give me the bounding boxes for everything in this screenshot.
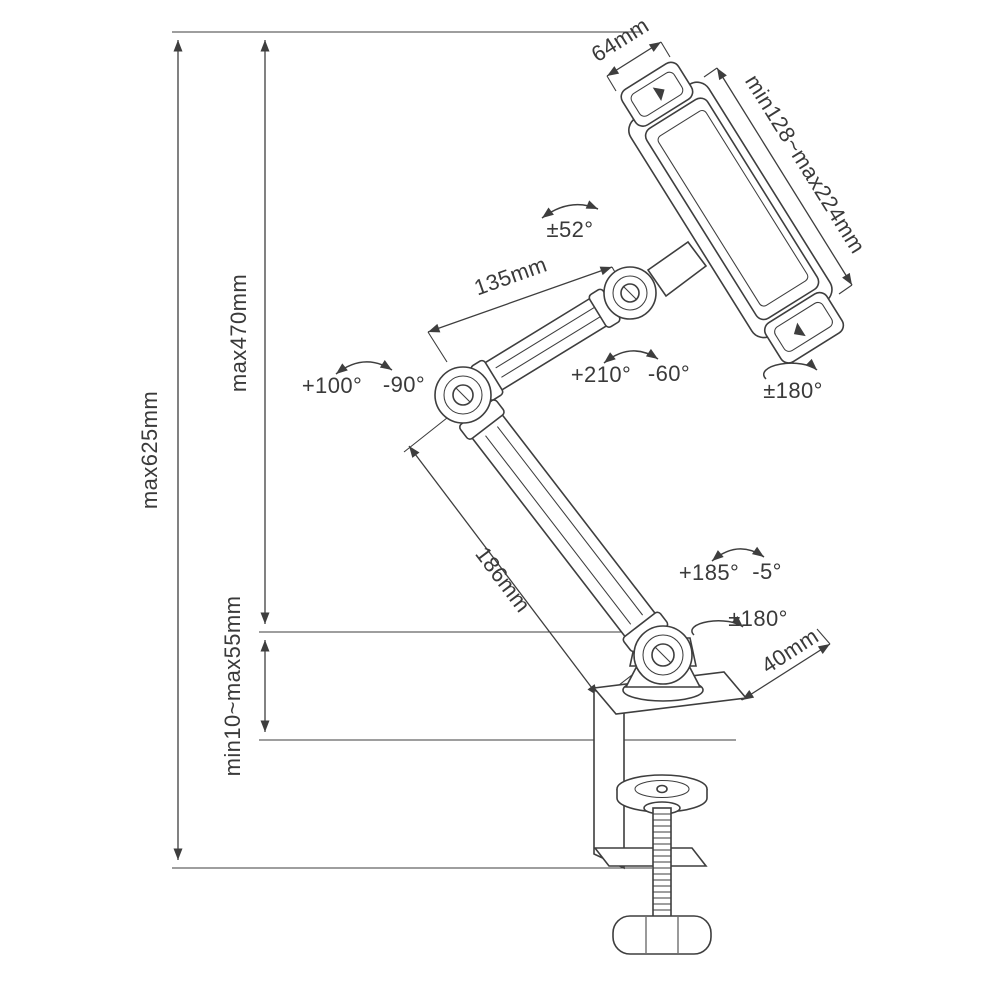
lower-joint [633, 625, 693, 685]
holder-top-jaw [620, 61, 694, 127]
label-holder-rotation: ±180° [763, 378, 823, 403]
mid-joint-arc-arrow [603, 348, 659, 364]
holder-hinge [603, 240, 708, 320]
clamp-back-plate [593, 688, 625, 870]
dimension-labels: max625mm max470mm min10~max55mm 64mm min… [137, 12, 871, 776]
label-lower-arm-length: 186mm [470, 542, 535, 617]
dimension-lines [172, 31, 853, 869]
holder-bottom-jaw [763, 291, 845, 364]
screw-knob [612, 915, 712, 955]
jaw-arrow-icon [793, 322, 806, 337]
lower-arm [459, 399, 669, 653]
label-top-jaw-width: 64mm [587, 12, 653, 66]
mount-structure [434, 61, 845, 955]
label-mid-joint-pos: +210° [571, 362, 631, 387]
label-base-rotation: ±180° [728, 606, 788, 631]
label-base-pos: +185° [679, 560, 739, 585]
clamp-bottom-arm [593, 847, 708, 867]
elbow-joint [434, 366, 492, 424]
label-total-height: max625mm [137, 391, 162, 509]
holder-rotation-arrow [763, 358, 818, 380]
tablet-holder [620, 61, 845, 364]
label-arm-height: max470mm [226, 274, 251, 392]
label-mid-joint-neg: -60° [648, 361, 690, 386]
screw-pad-hole [656, 784, 668, 794]
tilt-arc-arrow [541, 200, 599, 219]
elbow-arc-arrow [335, 359, 393, 375]
label-holder-tilt: ±52° [547, 217, 594, 242]
clamp-screw [612, 774, 712, 955]
base-arc-arrow [711, 546, 765, 562]
label-elbow-pos: +100° [302, 373, 362, 398]
label-base-neg: -5° [752, 559, 782, 584]
jaw-arrow-icon [652, 87, 665, 102]
label-elbow-neg: -90° [383, 372, 425, 397]
base-rotation-arrow [691, 615, 744, 636]
label-clamp-opening: min10~max55mm [220, 596, 245, 777]
